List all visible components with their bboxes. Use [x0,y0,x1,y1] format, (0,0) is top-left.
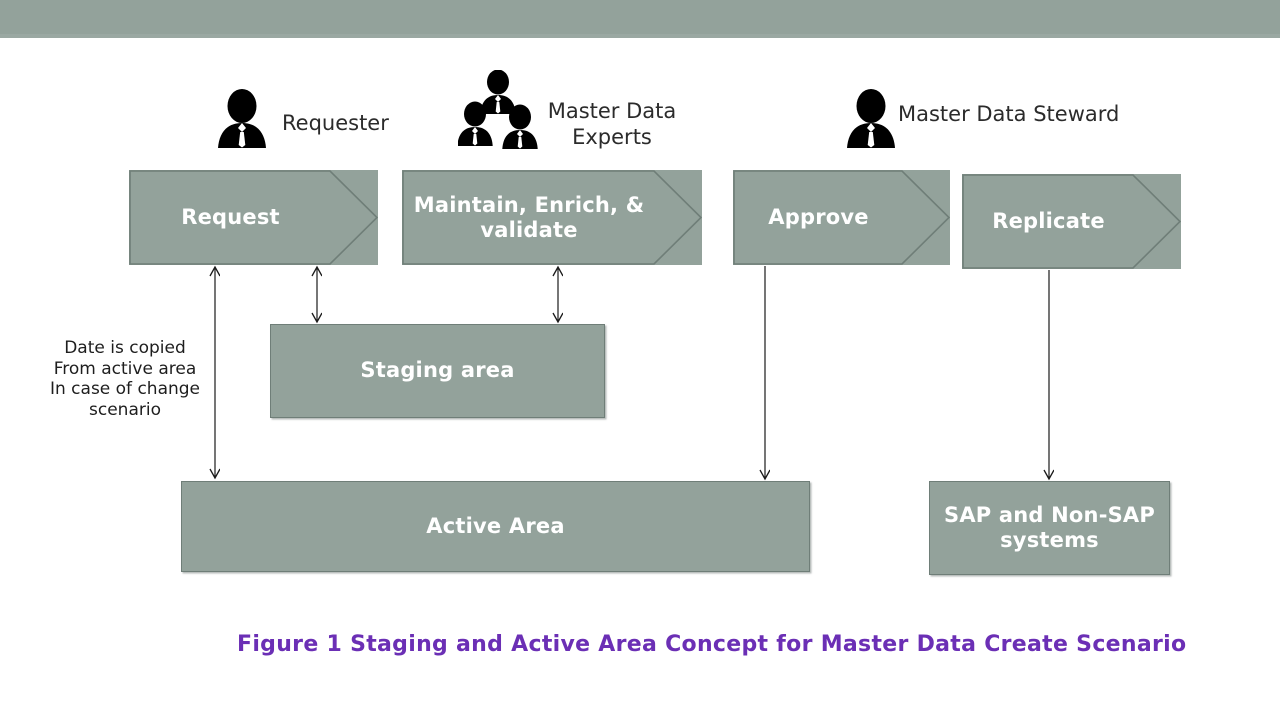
role-label-master-data-steward: Master Data Steward [898,102,1120,126]
data-store-label: Active Area [426,513,565,538]
role-label-master-data-experts: Master Data Experts [547,99,677,150]
person-icon [845,88,897,150]
data-store-label: SAP and Non-SAP systems [944,502,1155,552]
person-icon [216,88,268,150]
data-store-active-area[interactable]: Active Area [181,481,810,572]
process-step-label: Replicate [992,209,1105,234]
data-store-staging-area[interactable]: Staging area [270,324,605,418]
top-banner-band [0,0,1280,38]
process-step-label: Approve [768,205,869,230]
process-step-replicate[interactable]: Replicate [962,174,1181,269]
role-label-requester: Requester [282,111,389,135]
note-date-copied: Date is copied From active area In case … [49,338,201,421]
process-step-maintain-enrich-validate[interactable]: Maintain, Enrich, & validate [402,170,702,265]
process-step-request[interactable]: Request [129,170,378,265]
process-step-approve[interactable]: Approve [733,170,950,265]
data-store-sap-and-non-sap-systems[interactable]: SAP and Non-SAP systems [929,481,1170,575]
person-group-icon [458,70,538,150]
process-step-label: Request [181,205,280,230]
process-step-label: Maintain, Enrich, & validate [413,193,645,242]
figure-caption: Figure 1 Staging and Active Area Concept… [237,632,1187,657]
data-store-label: Staging area [360,358,515,383]
